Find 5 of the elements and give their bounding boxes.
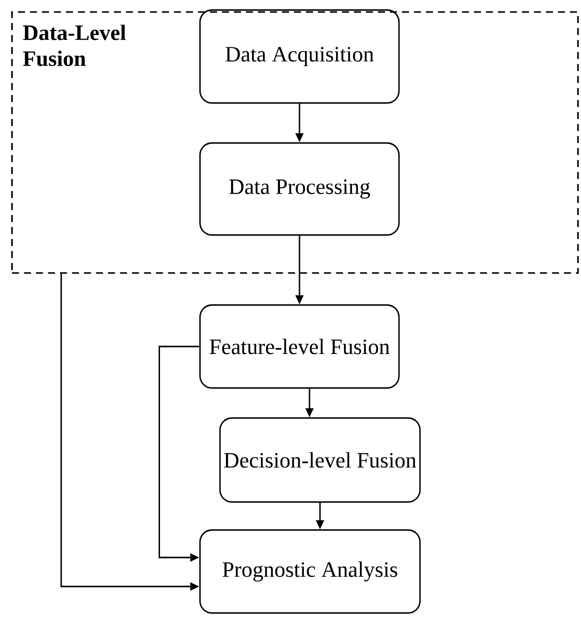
process-box: Data Processing [199,142,400,236]
process-box: Prognostic Analysis [199,529,421,614]
process-box: Data Acquisition [199,9,400,104]
process-box: Decision-level Fusion [219,417,421,503]
process-box: Feature-level Fusion [199,304,400,389]
